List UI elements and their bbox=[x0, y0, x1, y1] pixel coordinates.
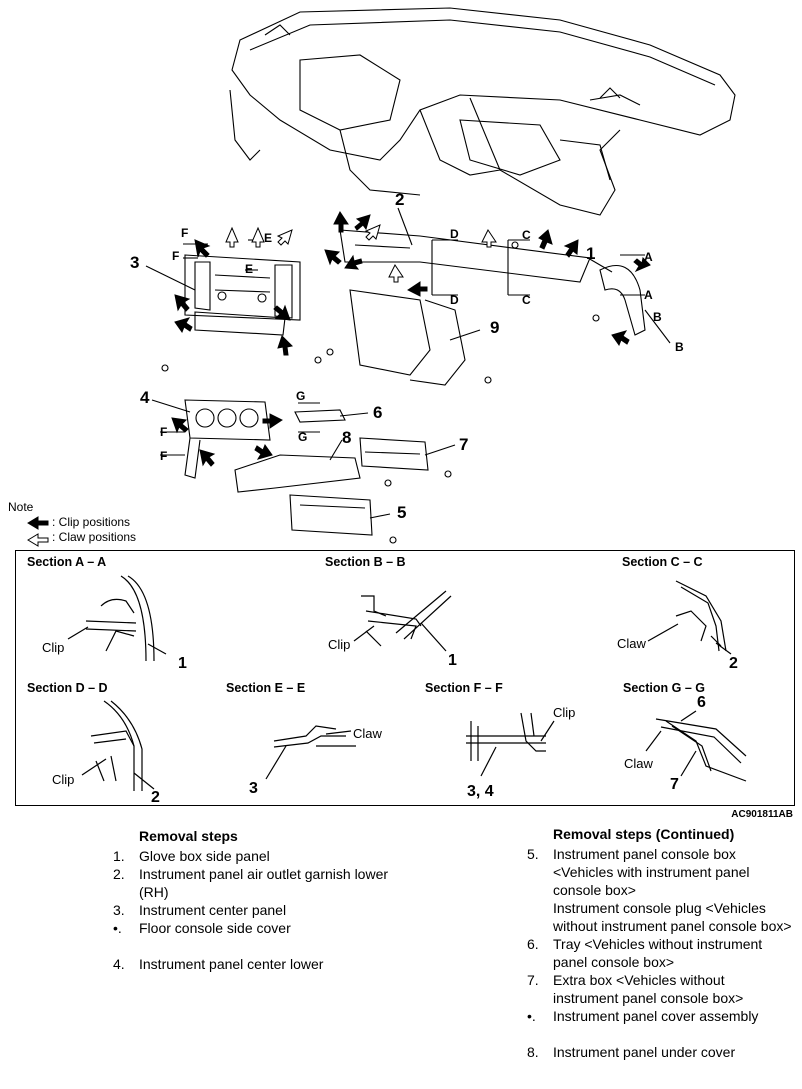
removal-steps-right: Removal steps (Continued) 5.Instrument p… bbox=[527, 825, 792, 1061]
section-letter-d: D bbox=[450, 293, 459, 307]
list-item: 2.Instrument panel air outlet garnish lo… bbox=[113, 866, 389, 900]
instrument-center-panel bbox=[184, 254, 301, 336]
callout-9: 9 bbox=[490, 318, 500, 337]
instrument-panel-cover-assembly bbox=[184, 399, 271, 479]
section-letter-g: G bbox=[296, 389, 306, 403]
section-letter-c: C bbox=[522, 293, 531, 307]
section-f-f-title: Section F – F bbox=[425, 681, 503, 695]
list-item: •.Floor console side cover bbox=[113, 920, 291, 936]
section-f-f-label: Clip bbox=[553, 705, 576, 720]
section-d-d-num: 2 bbox=[151, 789, 160, 806]
section-c-c-label: Claw bbox=[617, 636, 646, 651]
list-item: Instrument console plug <Vehicles withou… bbox=[553, 900, 792, 934]
note-claw: : Claw positions bbox=[52, 530, 137, 544]
section-letter-f: F bbox=[160, 425, 168, 439]
list-item: 4.Instrument panel center lower bbox=[113, 956, 324, 972]
extra-box bbox=[359, 437, 429, 471]
section-e-e-label: Claw bbox=[353, 726, 382, 741]
tray bbox=[294, 409, 346, 423]
note-clip: : Clip positions bbox=[52, 515, 131, 529]
callout-8: 8 bbox=[342, 428, 352, 447]
section-letter-b: B bbox=[653, 310, 662, 324]
section-g-g-num-6: 6 bbox=[697, 694, 706, 711]
glove-box-side-panel bbox=[599, 265, 646, 336]
section-letter-f: F bbox=[181, 226, 189, 240]
claw-arrows bbox=[27, 224, 497, 547]
clip-arrows bbox=[27, 211, 651, 530]
section-e-e-num: 3 bbox=[249, 780, 258, 797]
callout-7: 7 bbox=[459, 435, 469, 454]
air-outlet-garnish-lower bbox=[339, 229, 591, 283]
instrument-panel-console-box bbox=[289, 494, 373, 536]
section-c-c-title: Section C – C bbox=[622, 555, 703, 569]
callout-1: 1 bbox=[586, 244, 596, 263]
section-d-d-title: Section D – D bbox=[27, 681, 108, 695]
section-e-e-title: Section E – E bbox=[226, 681, 306, 695]
section-d-d-label: Clip bbox=[52, 772, 75, 787]
list-item: 8.Instrument panel under cover bbox=[527, 1044, 736, 1060]
section-views: Section A – A Clip 1 Section B – B Clip … bbox=[15, 550, 795, 806]
instrument-panel-center-lower bbox=[349, 289, 466, 386]
section-letter-a: A bbox=[644, 250, 653, 264]
callout-5: 5 bbox=[397, 503, 407, 522]
section-a-a-num: 1 bbox=[178, 655, 187, 672]
list-item: 5.Instrument panel console box <Vehicles… bbox=[527, 846, 750, 898]
list-item: 1.Glove box side panel bbox=[113, 848, 270, 864]
list-item: 6.Tray <Vehicles without instrument pane… bbox=[527, 936, 763, 970]
removal-steps-continued-heading: Removal steps (Continued) bbox=[553, 826, 735, 842]
removal-steps-left: Removal steps 1.Glove box side panel 2.I… bbox=[113, 827, 393, 973]
section-g-g-title: Section G – G bbox=[623, 681, 705, 695]
callout-6: 6 bbox=[373, 403, 383, 422]
instrument-panel-body bbox=[229, 7, 736, 216]
section-drawings bbox=[67, 575, 747, 791]
instrument-panel-under-cover bbox=[234, 454, 361, 493]
section-letter-e: E bbox=[264, 231, 273, 245]
section-letter-f: F bbox=[160, 449, 168, 463]
section-b-b-num: 1 bbox=[448, 652, 457, 669]
section-letter-a: A bbox=[644, 288, 653, 302]
callout-4: 4 bbox=[140, 388, 150, 407]
list-item: •.Instrument panel cover assembly bbox=[527, 1008, 759, 1024]
list-item: 7.Extra box <Vehicles without instrument… bbox=[527, 972, 744, 1006]
exploded-diagram bbox=[27, 7, 736, 547]
section-b-b-title: Section B – B bbox=[325, 555, 406, 569]
section-c-c-num: 2 bbox=[729, 655, 738, 672]
section-letter-e: E bbox=[245, 262, 254, 276]
section-letter-d: D bbox=[450, 227, 459, 241]
legend-note: Note : Clip positions : Claw positions bbox=[8, 500, 136, 545]
figure-code: AC901811AB bbox=[731, 809, 793, 820]
note-heading: Note bbox=[8, 500, 34, 514]
section-g-g-num-7: 7 bbox=[670, 776, 679, 793]
section-a-a-label: Clip bbox=[42, 640, 65, 655]
callout-3: 3 bbox=[130, 253, 140, 272]
section-letter-b: B bbox=[675, 340, 684, 354]
callout-2: 2 bbox=[395, 190, 405, 209]
section-a-a-title: Section A – A bbox=[27, 555, 107, 569]
section-letter-c: C bbox=[522, 228, 531, 242]
section-b-b-label: Clip bbox=[328, 637, 351, 652]
removal-steps-heading: Removal steps bbox=[139, 828, 238, 844]
section-f-f-num: 3, 4 bbox=[467, 783, 494, 800]
section-letter-f: F bbox=[172, 249, 180, 263]
section-letter-g: G bbox=[298, 430, 308, 444]
section-g-g-label: Claw bbox=[624, 756, 653, 771]
list-item: 3.Instrument center panel bbox=[113, 902, 287, 918]
